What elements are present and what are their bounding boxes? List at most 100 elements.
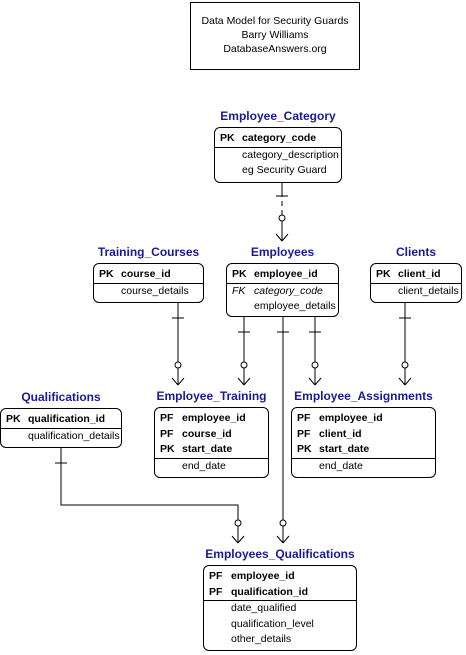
entity-title: Qualifications [21,390,101,404]
separator [215,146,341,148]
entity-title: Employee_Category [220,109,336,123]
attribute: client_details [398,284,459,297]
attribute: end_date [319,459,363,472]
entity-body: PK course_id course_details [93,263,204,303]
pk-row: PK course_id [99,267,203,283]
key-tag: FK [232,284,246,297]
key-tag: PK [297,443,312,455]
key-tag: PF [160,427,174,440]
separator [292,457,435,459]
attribute: client_id [319,427,362,440]
entity-body: PK client_id client_details [370,263,462,303]
attr-row: end_date [297,459,435,475]
key-tag: PF [297,427,311,440]
attribute: start_date [319,443,370,455]
link-category-employees [275,183,289,242]
key-tag: PF [209,570,223,582]
attr-row: qualification_details [6,429,121,445]
pk-row: PF qualification_id [209,585,356,601]
link-qualifications-employeequals [55,448,245,544]
entity-title: Employees [250,245,315,259]
entity-employee-category: Employee_Category PK category_code catego… [214,105,342,183]
attr-row: category_description [220,148,341,164]
key-tag: PK [160,443,175,455]
link-employees-training [237,317,251,386]
pk-row: PK start_date [160,442,268,458]
entity-body: PF employee_id PF course_id PK start_date e… [154,407,269,478]
attribute: client_id [398,268,441,280]
attribute: qualification_id [231,585,309,598]
attribute: category_code [254,284,323,297]
source-line: DatabaseAnswers.org [223,43,327,55]
separator [227,282,338,284]
attribute: qualification_level [231,617,314,630]
pk-row: PF employee_id [297,411,435,427]
key-tag: PK [6,413,21,425]
separator [371,282,461,284]
link-courses-training [171,303,185,386]
author-line: Barry Williams [241,29,309,41]
attribute: start_date [182,443,233,455]
entity-employees-qualifications: Employees_Qualifications PF employee_id P… [203,543,357,651]
entity-title: Employee_Assignments [294,389,433,403]
key-tag: PK [376,268,391,280]
attribute: employee_id [319,412,383,424]
link-employees-qualifications [276,317,290,544]
attribute: employee_id [182,412,246,424]
entity-title: Employee_Training [156,389,267,403]
attribute: other_details [231,633,292,645]
attribute: course_id [182,427,232,440]
title-line: Data Model for Security Guards [201,15,349,27]
attribute: category_code [242,132,317,144]
key-tag: PK [232,268,247,280]
separator [1,427,121,429]
fk-row: FK category_code [232,284,338,300]
attr-row: employee_details [232,299,338,315]
pk-row: PF employee_id [209,569,356,585]
pk-row: PF employee_id [160,411,268,427]
attr-row: end_date [160,459,268,475]
pk-row: PK qualification_id [6,412,121,428]
attribute: qualification_details [28,429,120,442]
attribute: course_id [121,268,171,280]
entity-qualifications: Qualifications PK qualification_id qualif… [0,386,122,448]
attribute: qualification_id [28,413,106,425]
separator [155,457,268,459]
separator [94,282,203,284]
attr-row: qualification_level [209,617,356,633]
pk-row: PK category_code [220,131,341,147]
entity-body: PK category_code category_description eg … [214,127,342,183]
attribute: category_description [242,148,339,161]
key-tag: PF [209,585,223,598]
attr-row: client_details [376,284,461,300]
key-tag: PK [99,268,114,280]
attribute: course_details [121,284,189,297]
link-employees-assignments [308,317,322,386]
key-tag: PF [160,412,174,424]
attribute: employee_id [231,570,295,582]
entity-title: Employees_Qualifications [205,547,355,561]
link-clients-assignments [398,303,412,386]
entity-body: PK qualification_id qualification_details [0,408,122,448]
pk-row: PK start_date [297,442,435,458]
entity-employee-assignments: Employee_Assignments PF employee_id PF cli… [291,385,436,478]
attribute: end_date [182,459,226,472]
entity-employee-training: Employee_Training PF employee_id PF course… [154,385,269,478]
key-tag: PF [297,412,311,424]
entity-body: PF employee_id PF client_id PK start_date e… [291,407,436,478]
entity-title: Clients [395,245,436,259]
attr-row: course_details [99,284,203,300]
attribute: eg Security Guard [242,164,327,176]
diagram-title-note: Data Model for Security Guards Barry Wil… [190,2,360,70]
attr-row: other_details [209,632,356,648]
pk-row: PF course_id [160,427,268,443]
attr-row: eg Security Guard [220,163,341,179]
key-tag: PK [220,132,235,144]
separator [204,600,356,601]
